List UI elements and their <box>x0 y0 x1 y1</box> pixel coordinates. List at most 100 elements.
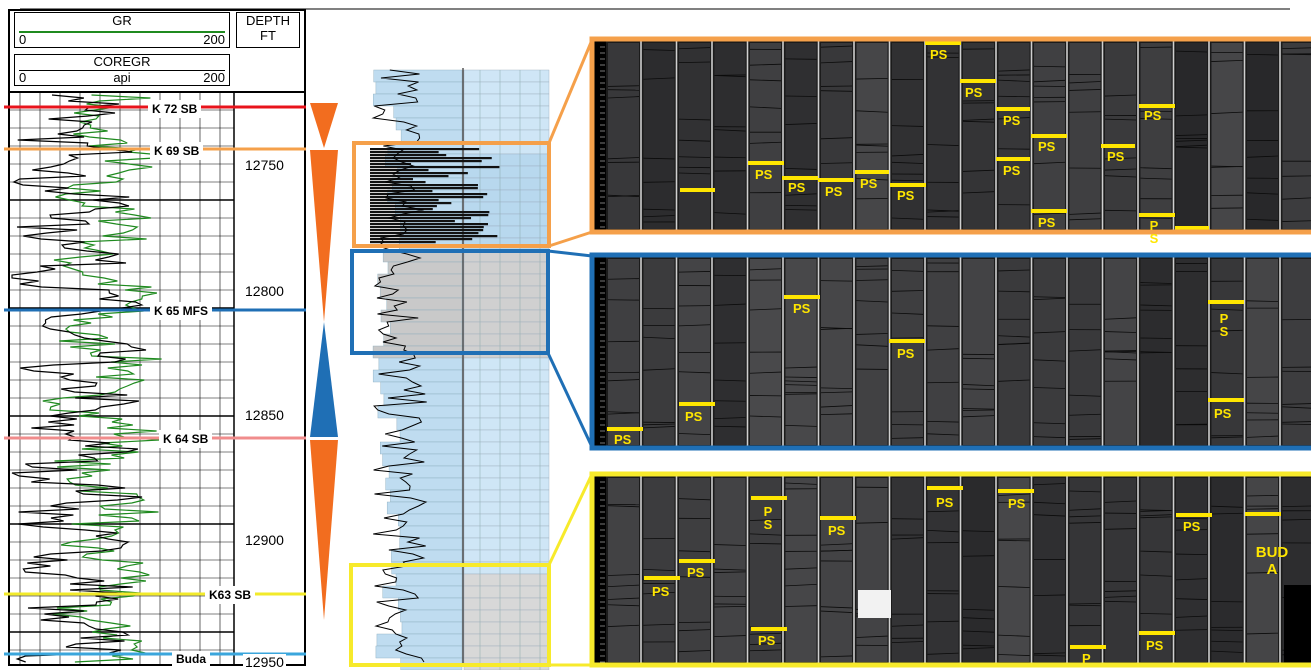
core-fracture <box>1282 518 1311 521</box>
lithology-left-block <box>377 405 463 419</box>
core-fracture <box>1282 197 1311 200</box>
core-fracture <box>643 336 675 340</box>
core-fracture <box>1175 139 1208 142</box>
core-strip <box>1069 259 1101 445</box>
lithology-shale-streak <box>370 163 412 166</box>
lithology-right-block <box>463 393 550 407</box>
core-strip <box>963 43 994 229</box>
core-fracture <box>749 268 782 271</box>
core-fracture <box>820 162 853 164</box>
core-missing-black <box>1284 585 1311 665</box>
core-fracture <box>1175 615 1208 618</box>
ps-marker-line <box>1245 512 1281 516</box>
coregr-unit: api <box>113 70 131 85</box>
core-fracture <box>962 408 995 410</box>
core-fracture <box>714 425 746 428</box>
core-fracture <box>856 178 888 181</box>
core-fracture <box>1211 111 1243 114</box>
core-fracture <box>785 376 817 378</box>
lithology-left-block <box>395 573 463 587</box>
lithology-right-block <box>463 129 550 143</box>
core-fracture <box>749 533 782 536</box>
core-fracture <box>891 161 924 164</box>
lithology-right-block <box>463 285 550 299</box>
core-fracture <box>607 195 640 198</box>
lithology-right-block <box>463 597 550 611</box>
core-fracture <box>1246 192 1279 195</box>
lithology-left-block <box>377 273 463 287</box>
depth-tick-12950: 12950 <box>243 654 286 670</box>
lithology-right-block <box>463 585 550 599</box>
ps-marker-line <box>751 627 787 631</box>
core-strip <box>892 259 923 445</box>
ps-label-yellow-3: P S <box>763 504 773 532</box>
core-fracture <box>749 63 782 66</box>
core-fracture <box>820 413 853 416</box>
lithology-left-block <box>398 597 463 611</box>
core-fracture <box>678 371 711 374</box>
ps-label-orange-3: PS <box>1003 113 1021 128</box>
core-strip <box>892 43 923 229</box>
core-fracture <box>749 308 782 311</box>
ps-label-orange-9: PS <box>860 176 878 191</box>
core-fracture <box>820 610 853 613</box>
core-strip <box>998 478 1030 662</box>
lithology-shale-streak <box>370 232 479 235</box>
core-fracture <box>1033 65 1066 68</box>
lithology-shale-streak <box>370 217 472 220</box>
ps-label-yellow-10: P <box>1082 651 1091 666</box>
core-fracture <box>962 169 995 172</box>
ps-marker-line <box>1208 300 1244 304</box>
ps-label-orange-7: PS <box>1003 163 1021 178</box>
gr-header-title: GR <box>112 13 132 28</box>
core-fracture <box>962 555 995 557</box>
lithology-shale-streak <box>370 208 433 211</box>
core-fracture <box>962 191 995 194</box>
core-fracture <box>607 597 640 600</box>
core-strip <box>608 43 639 229</box>
core-strip <box>1211 478 1243 662</box>
core-fracture <box>927 348 959 351</box>
core-strip <box>1176 43 1207 229</box>
core-fracture <box>1140 282 1172 284</box>
ps-label-orange-11: PS <box>825 184 843 199</box>
core-fracture <box>714 129 746 132</box>
ps-label-yellow-2: PS <box>1008 496 1026 511</box>
core-fracture <box>678 498 711 501</box>
lithology-shale-streak <box>370 196 484 199</box>
core-fracture <box>1175 598 1208 600</box>
core-fracture <box>820 61 853 64</box>
core-strip <box>1211 43 1243 229</box>
core-strip <box>927 43 959 229</box>
depth-header: DEPTH FT <box>236 12 300 48</box>
lithology-right-block <box>463 621 550 635</box>
core-fracture <box>749 632 782 635</box>
core-strip <box>856 43 888 229</box>
core-fracture <box>1175 144 1208 148</box>
core-fracture <box>998 654 1030 656</box>
lithology-shale-streak <box>370 148 480 151</box>
lithology-right-block <box>463 537 550 551</box>
core-fracture <box>785 205 817 207</box>
lithology-shale-streak <box>370 229 484 232</box>
core-fracture <box>820 549 853 552</box>
ps-marker-line <box>820 516 856 520</box>
core-fracture <box>749 542 782 545</box>
lithology-shale-streak <box>370 151 439 154</box>
lithology-shale-streak <box>370 214 489 217</box>
core-fracture <box>998 79 1030 82</box>
ps-marker-line <box>679 402 715 406</box>
ps-label-orange-8: PS <box>755 167 773 182</box>
lithology-left-block <box>387 261 463 275</box>
core-fracture <box>1104 331 1137 333</box>
lithology-shale-streak <box>370 175 449 178</box>
core-fracture <box>785 168 817 170</box>
lithology-right-block <box>463 573 550 587</box>
core-fracture <box>1069 603 1101 605</box>
core-fracture <box>607 157 640 160</box>
core-fracture <box>998 493 1030 496</box>
core-fracture <box>1175 114 1208 117</box>
depth-tick-12800: 12800 <box>243 283 286 299</box>
core-fracture <box>891 641 924 643</box>
ps-label-blue-5: PS <box>614 432 632 447</box>
